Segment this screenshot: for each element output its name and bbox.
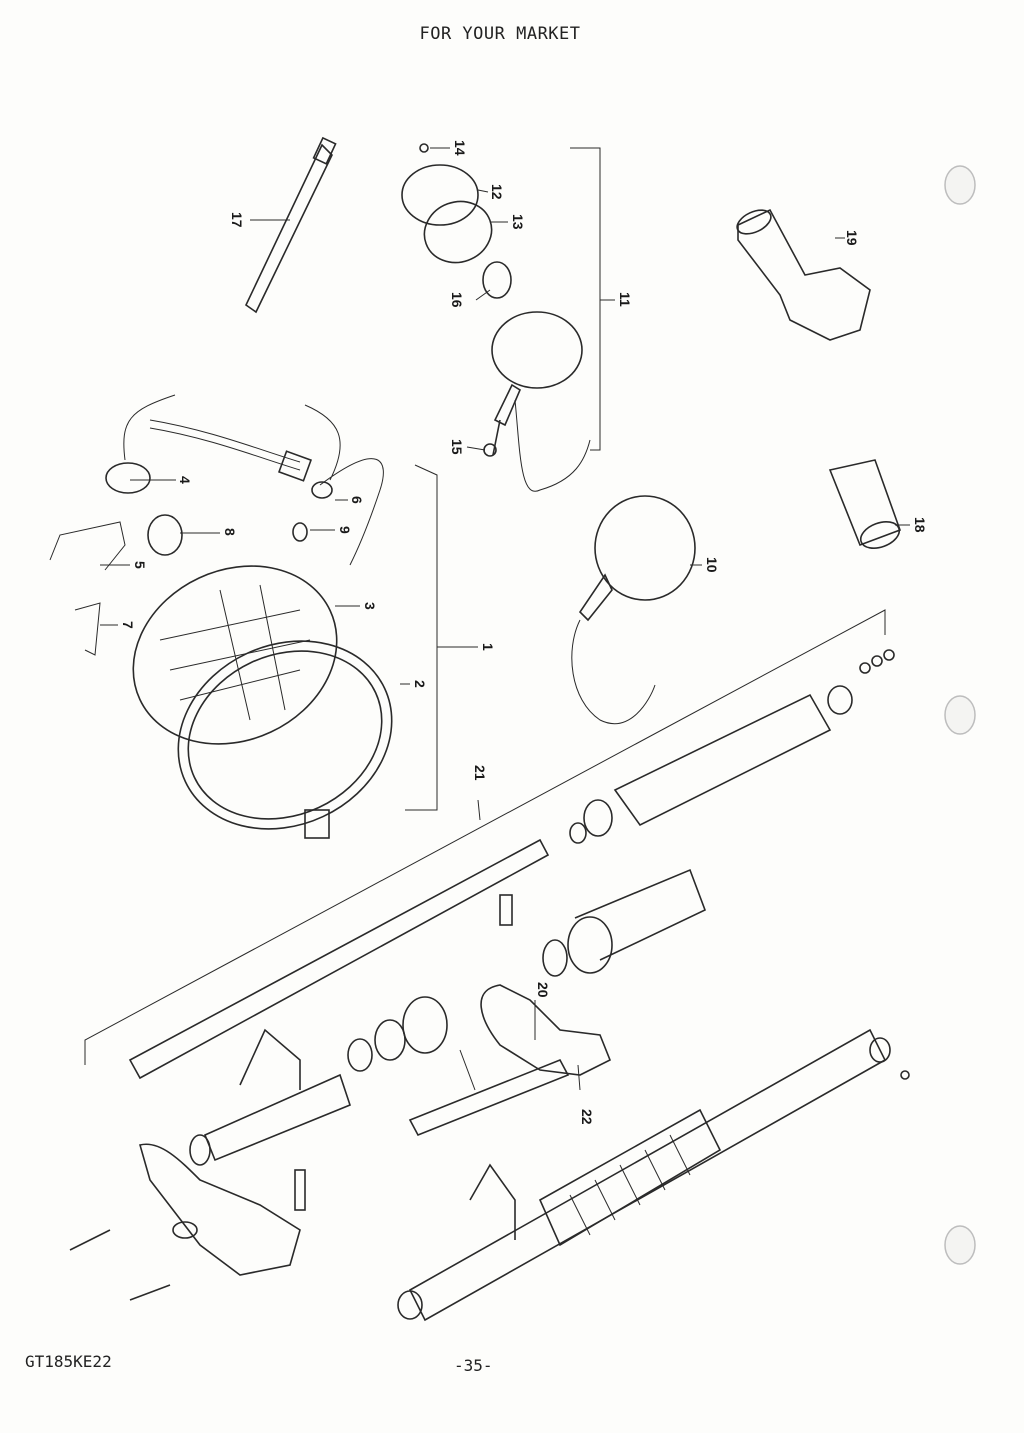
callout-5: 5 xyxy=(132,561,148,569)
callout-19: 19 xyxy=(844,230,860,246)
callout-13: 13 xyxy=(510,214,526,230)
headlight-wiring xyxy=(49,394,384,656)
callout-7: 7 xyxy=(120,621,136,629)
callout-12: 12 xyxy=(489,184,505,200)
leader-lines xyxy=(84,147,910,1091)
callout-6: 6 xyxy=(349,496,365,504)
callout-16: 16 xyxy=(449,292,465,308)
front-turn-signal xyxy=(571,495,696,725)
callout-14: 14 xyxy=(452,140,468,156)
callout-9: 9 xyxy=(337,526,353,534)
clamp-part xyxy=(828,459,902,549)
page-title: FOR YOUR MARKET xyxy=(419,24,581,44)
model-code: GT185KE22 xyxy=(25,1352,112,1371)
callout-10: 10 xyxy=(704,557,720,573)
callout-20: 20 xyxy=(535,982,551,998)
callout-4: 4 xyxy=(177,476,193,484)
rear-turn-signal xyxy=(401,143,591,492)
page-number: -35- xyxy=(454,1356,493,1375)
binder-hole xyxy=(944,1225,976,1265)
callout-22: 22 xyxy=(579,1109,595,1125)
callout-1: 1 xyxy=(480,643,496,651)
callout-18: 18 xyxy=(912,517,928,533)
front-fork xyxy=(69,649,910,1322)
headlight-unit xyxy=(132,565,393,839)
callout-15: 15 xyxy=(449,439,465,455)
binder-hole xyxy=(944,165,976,205)
callout-21: 21 xyxy=(472,765,488,781)
strap-part xyxy=(244,136,337,314)
binder-hole xyxy=(944,695,976,735)
callout-8: 8 xyxy=(222,528,238,536)
callout-11: 11 xyxy=(617,292,633,307)
grip-part xyxy=(736,208,871,341)
callout-17: 17 xyxy=(229,212,245,228)
callout-3: 3 xyxy=(362,602,378,610)
callout-2: 2 xyxy=(412,680,428,688)
